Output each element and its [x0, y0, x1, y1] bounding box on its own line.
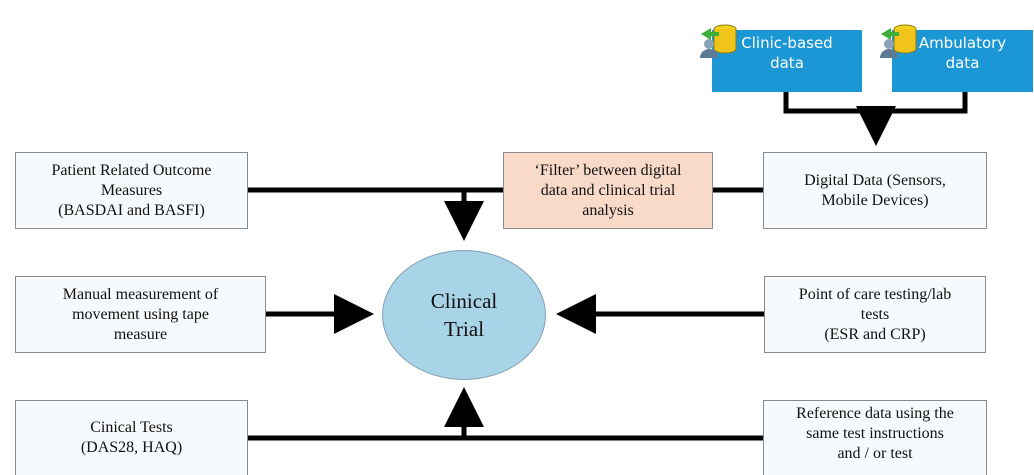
- point-of-care-box: Point of care testing/lab tests (ESR and…: [764, 276, 986, 353]
- database-user-icon: [700, 24, 737, 58]
- pro-measures-box: Patient Related Outcome Measures (BASDAI…: [15, 152, 248, 229]
- database-user-icon: [880, 24, 917, 58]
- clinic-based-data-label: Clinic-based data: [741, 34, 833, 72]
- reference-data-label: Reference data using the same test instr…: [796, 405, 954, 462]
- filter-label: ‘Filter’ between digital data and clinic…: [534, 161, 682, 219]
- manual-measurement-box: Manual measurement of movement using tap…: [15, 276, 266, 353]
- point-of-care-label: Point of care testing/lab tests (ESR and…: [798, 285, 952, 343]
- pro-measures-label: Patient Related Outcome Measures (BASDAI…: [51, 161, 212, 219]
- digital-data-label: Digital Data (Sensors, Mobile Devices): [804, 171, 946, 209]
- clinical-tests-label: Cinical Tests (DAS28, HAQ): [80, 419, 183, 456]
- manual-measurement-label: Manual measurement of movement using tap…: [62, 285, 219, 343]
- digital-data-box: Digital Data (Sensors, Mobile Devices): [763, 152, 987, 229]
- clinic-based-data-box: Clinic-based data: [712, 30, 862, 92]
- filter-box: ‘Filter’ between digital data and clinic…: [503, 152, 713, 229]
- clinical-trial-node: Clinical Trial: [382, 250, 546, 380]
- clinical-trial-label: Clinical Trial: [430, 289, 498, 341]
- data-sources-bracket: [783, 92, 968, 114]
- reference-data-box: Reference data using the same test instr…: [763, 400, 987, 475]
- ambulatory-data-box: Ambulatory data: [892, 30, 1033, 92]
- ambulatory-data-label: Ambulatory data: [918, 34, 1007, 72]
- clinical-tests-box: Cinical Tests (DAS28, HAQ): [15, 400, 248, 475]
